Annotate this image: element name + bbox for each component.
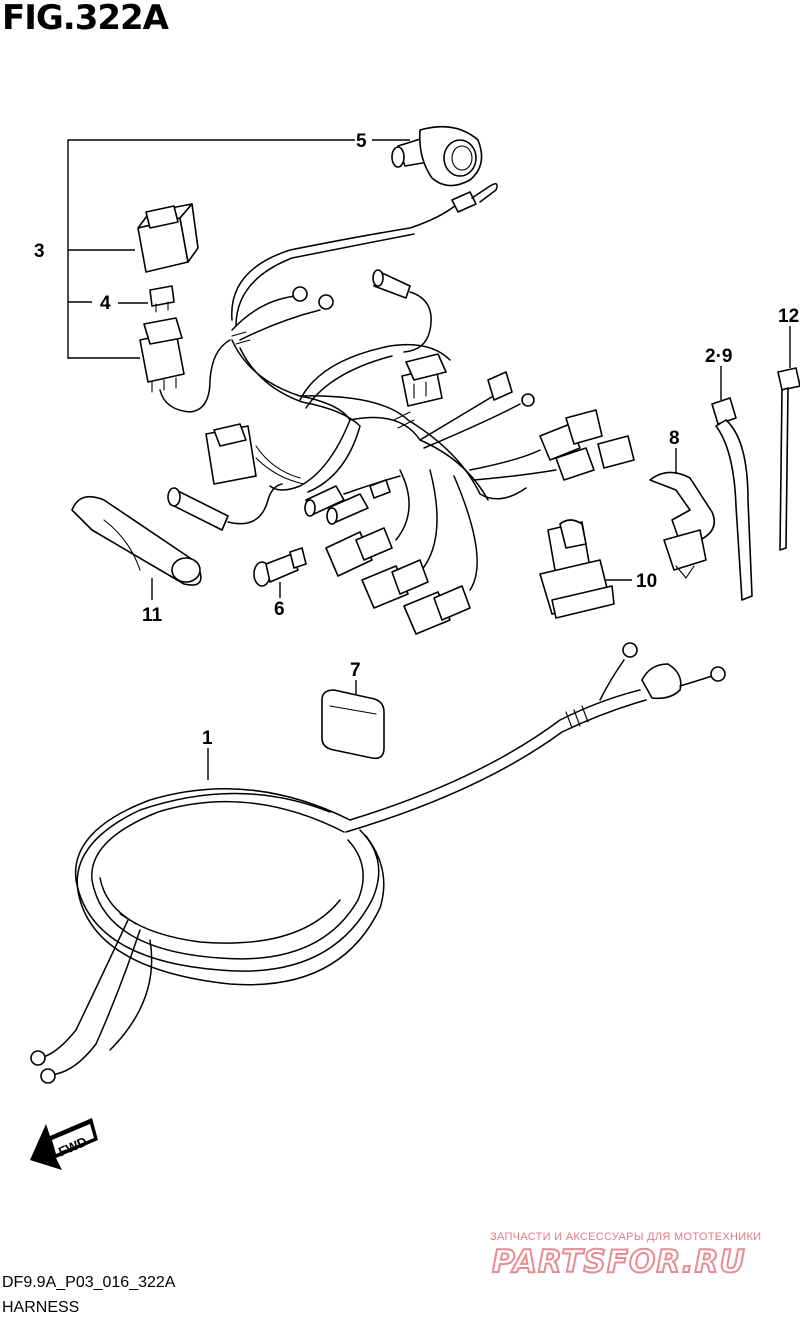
main-harness-part	[30, 642, 726, 1084]
protector-tube-part	[71, 495, 202, 586]
callout-2-9: 2·9	[705, 346, 732, 367]
sub-harness-bundle	[167, 183, 635, 635]
figure-title: FIG.322A	[2, 0, 169, 38]
figure-name: HARNESS	[2, 1299, 80, 1316]
grommet-part	[321, 689, 385, 760]
relay-socket	[139, 317, 231, 413]
long-cable-tie-part	[777, 367, 800, 551]
callout-8: 8	[669, 428, 680, 449]
grommet-cap-part	[391, 125, 483, 187]
callout-7: 7	[350, 660, 361, 681]
watermark-logo: PARTSFOR.RU	[491, 1243, 746, 1281]
relay-part	[137, 203, 199, 273]
callout-6: 6	[274, 599, 285, 620]
clamp-part	[649, 471, 716, 579]
double-clamp-part	[539, 519, 615, 619]
fuse-part	[149, 285, 175, 313]
callout-10: 10	[636, 571, 657, 592]
callout-12: 12	[778, 306, 799, 327]
callout-5: 5	[356, 131, 367, 152]
callout-4: 4	[100, 293, 111, 314]
callout-3: 3	[34, 241, 45, 262]
cable-tie-part	[711, 397, 753, 601]
fwd-arrow-icon	[30, 1118, 98, 1170]
callout-1: 1	[202, 728, 213, 749]
clip-rivet-part	[253, 547, 307, 587]
callout-11: 11	[142, 605, 163, 626]
watermark-tagline: ЗАПЧАСТИ И АКСЕССУАРЫ ДЛЯ МОТОТЕХНИКИ	[490, 1231, 762, 1243]
figure-code: DF9.9A_P03_016_322A	[2, 1274, 176, 1291]
callout-bracket	[67, 139, 410, 359]
